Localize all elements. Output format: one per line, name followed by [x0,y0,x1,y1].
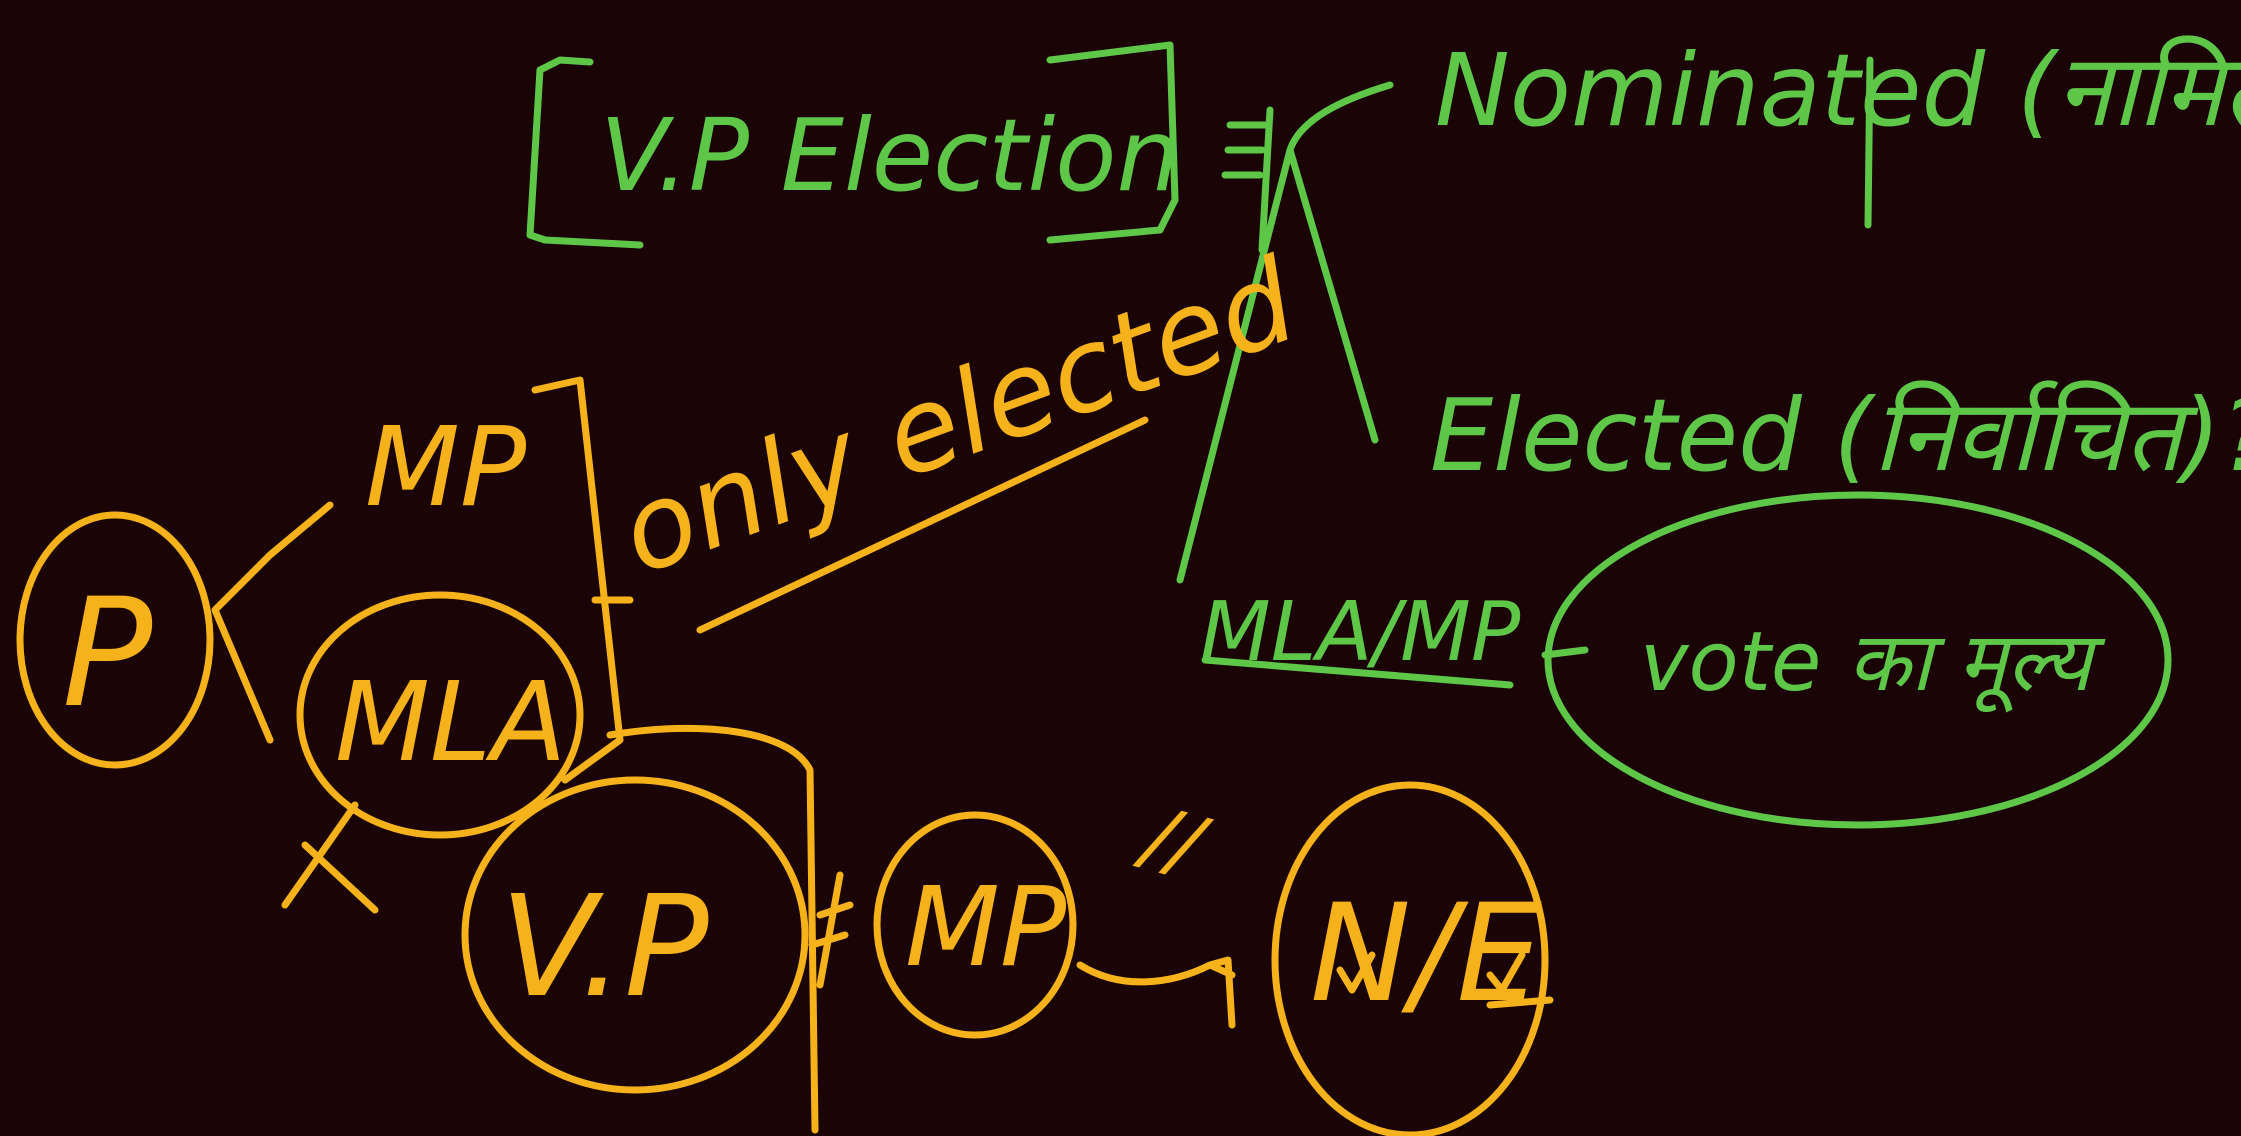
p-label: P [62,567,153,741]
p-branch-lines [211,501,334,744]
ne-underline-swoosh [1486,996,1554,1009]
mla-mp-underline [1201,656,1514,689]
mla-label: MLA [335,658,566,786]
ne-label: N/E [1310,875,1542,1032]
nominated-stroke [1864,56,1874,229]
mp-ne-arrow [1076,956,1236,1029]
implies-arrow [1221,106,1274,254]
vote-value-ellipse [1544,491,2172,829]
only-elected-underline [696,416,1149,634]
mp-mla-bracket [531,376,634,784]
vote-value-label: vote का मूल्य [1640,615,2106,713]
ne-circle [1271,781,1549,1136]
tick-marks: // [1129,787,1219,894]
vp-election-label: V.P Election [600,97,1180,214]
vp-label: V.P [500,866,709,1029]
vp-connector [606,724,819,1134]
vp-circle [461,776,809,1094]
mla-cross [281,801,379,914]
only-elected-label: only elected [604,234,1314,601]
nominated-label: Nominated (नामित) [1435,32,2241,149]
vp-election-bracket-left [526,56,644,249]
vp-election-bracket-right [1046,41,1179,244]
mp2-label: MP [905,863,1067,991]
elected-label: Elected (निर्वाचित)? [1430,377,2241,494]
mla-circle [296,591,584,839]
mp-label: MP [365,403,527,531]
vp-mp-implies [808,871,854,989]
mp2-circle [873,811,1077,1039]
ne-tick-marks [1336,951,1526,994]
p-circle [16,511,214,769]
branch-lines [1176,81,1394,584]
